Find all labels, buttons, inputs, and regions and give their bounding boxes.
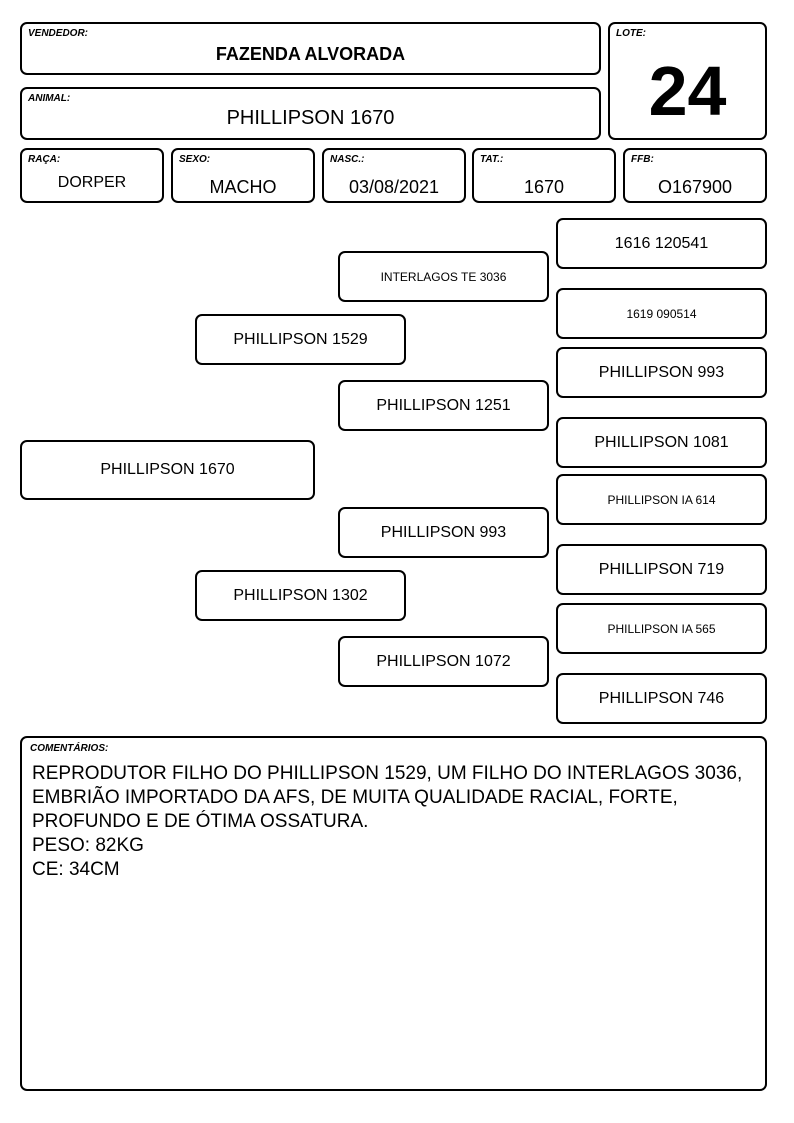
tat-box: TAT.: 1670 [472,148,616,203]
vendedor-label: VENDEDOR: [28,28,89,39]
nasc-value: 03/08/2021 [348,177,440,197]
comments-box: COMENTÁRIOS: REPRODUTOR FILHO DO PHILLIP… [20,736,767,1091]
pedigree-dam: PHILLIPSON 1302 [195,570,406,621]
lote-box: LOTE: 24 [608,22,767,140]
tat-label: TAT.: [480,154,504,165]
animal-value: PHILLIPSON 1670 [226,107,395,129]
pedigree-dam-dam: PHILLIPSON 1072 [338,636,549,687]
pedigree-sire-dam: PHILLIPSON 1251 [338,380,549,431]
lote-value: 24 [648,52,727,130]
raca-value: DORPER [57,174,127,191]
pedigree-gg2: 1619 090514 [556,288,767,339]
raca-box: RAÇA: DORPER [20,148,164,203]
pedigree-animal: PHILLIPSON 1670 [20,440,315,500]
tat-value: 1670 [523,177,565,197]
pedigree-gg5: PHILLIPSON IA 614 [556,474,767,525]
nasc-box: NASC.: 03/08/2021 [322,148,466,203]
nasc-label: NASC.: [330,154,365,165]
pedigree-sire: PHILLIPSON 1529 [195,314,406,365]
pedigree-gg3: PHILLIPSON 993 [556,347,767,398]
pedigree-gg7: PHILLIPSON IA 565 [556,603,767,654]
lote-label: LOTE: [616,28,646,39]
vendedor-value: FAZENDA ALVORADA [215,44,406,64]
pedigree-dam-sire: PHILLIPSON 993 [338,507,549,558]
raca-label: RAÇA: [28,154,61,165]
sexo-value: MACHO [209,177,277,197]
ffb-label: FFB: [631,154,654,165]
comments-text: REPRODUTOR FILHO DO PHILLIPSON 1529, UM … [32,763,743,880]
pedigree-gg6: PHILLIPSON 719 [556,544,767,595]
ffb-value: O167900 [657,177,733,197]
animal-box: ANIMAL: PHILLIPSON 1670 [20,87,601,140]
ffb-box: FFB: O167900 [623,148,767,203]
pedigree-gg1: 1616 120541 [556,218,767,269]
sexo-label: SEXO: [179,154,211,165]
vendedor-box: VENDEDOR: FAZENDA ALVORADA [20,22,601,75]
pedigree-gg4: PHILLIPSON 1081 [556,417,767,468]
animal-label: ANIMAL: [28,93,71,104]
pedigree-gg8: PHILLIPSON 746 [556,673,767,724]
comments-label: COMENTÁRIOS: [30,743,109,754]
sexo-box: SEXO: MACHO [171,148,315,203]
pedigree-sire-sire: INTERLAGOS TE 3036 [338,251,549,302]
